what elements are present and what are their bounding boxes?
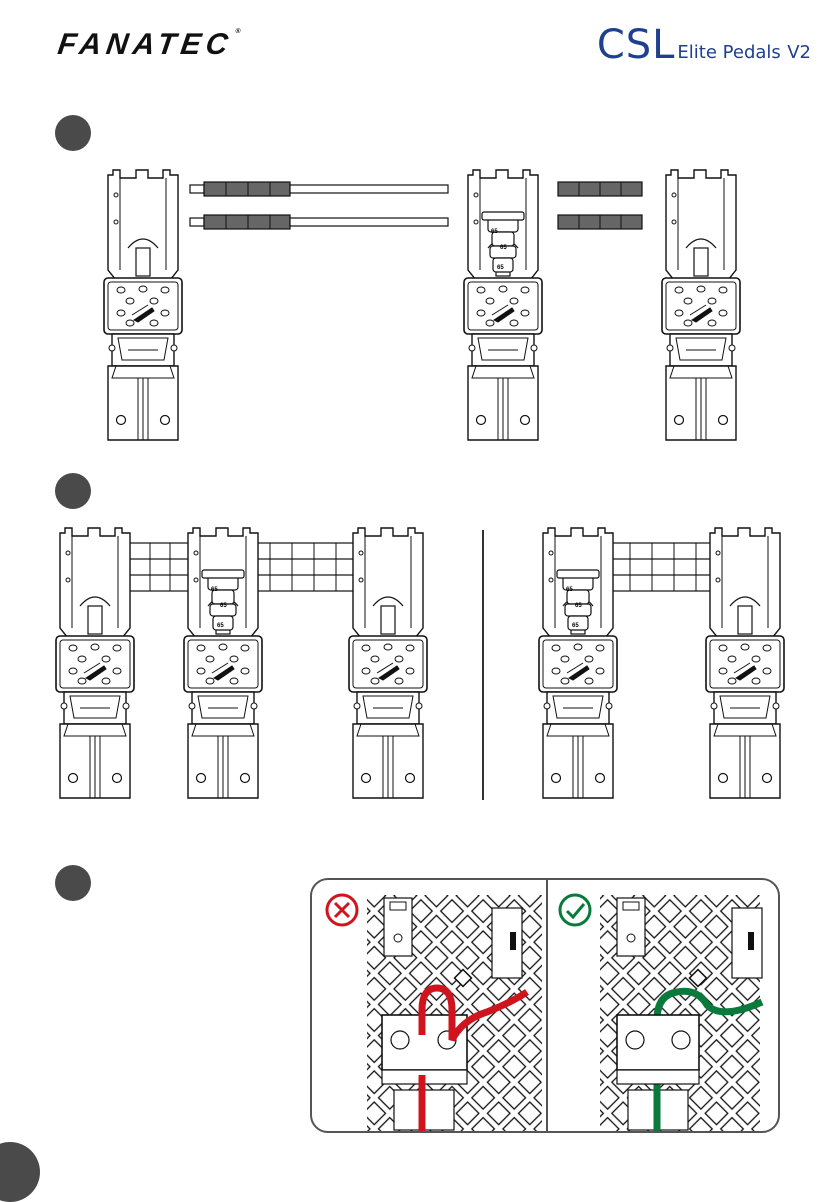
brake-pedal-unit [104,170,182,440]
wrong-example [327,895,542,1133]
product-version: V2 [787,42,811,63]
spring-label: 65 [575,603,582,609]
product-sub: Elite Pedals [677,42,780,63]
spring-label: 65 [572,623,579,629]
brand-trademark: ® [235,28,241,35]
spring-label: 65 [566,587,573,593]
spring-label: 65 [217,623,224,629]
brake-pedal-unit [56,528,134,798]
clutch-pedal-unit [184,528,262,798]
step-2-marker [55,473,91,509]
correct-example [560,895,762,1133]
spring-label: 65 [497,265,504,271]
step-3-marker [55,865,91,901]
product-main: CSL [597,22,676,68]
brake-pedal-unit [539,528,617,798]
step-2-figure: 65 65 65 65 65 65 [55,525,795,805]
brand-logo: FANATEC® [56,28,241,62]
cable-routing-panel [310,878,780,1133]
spring-label: 65 [500,245,507,251]
page-number-tab [0,1142,40,1202]
spacer-blocks [558,182,642,229]
throttle-pedal-unit [706,528,784,798]
check-circle-icon [560,895,590,925]
joined-rods-right [600,543,720,591]
clutch-pedal-unit [464,170,542,440]
throttle-pedal-unit [349,528,427,798]
brand-name: FANATEC [56,28,235,61]
step-1-figure: 65 65 65 [100,165,760,445]
step-1-marker [55,115,91,151]
spring-label: 65 [491,229,498,235]
throttle-pedal-unit [662,170,740,440]
spring-label: 65 [211,587,218,593]
spring-label: 65 [220,603,227,609]
extension-rods [190,182,448,229]
